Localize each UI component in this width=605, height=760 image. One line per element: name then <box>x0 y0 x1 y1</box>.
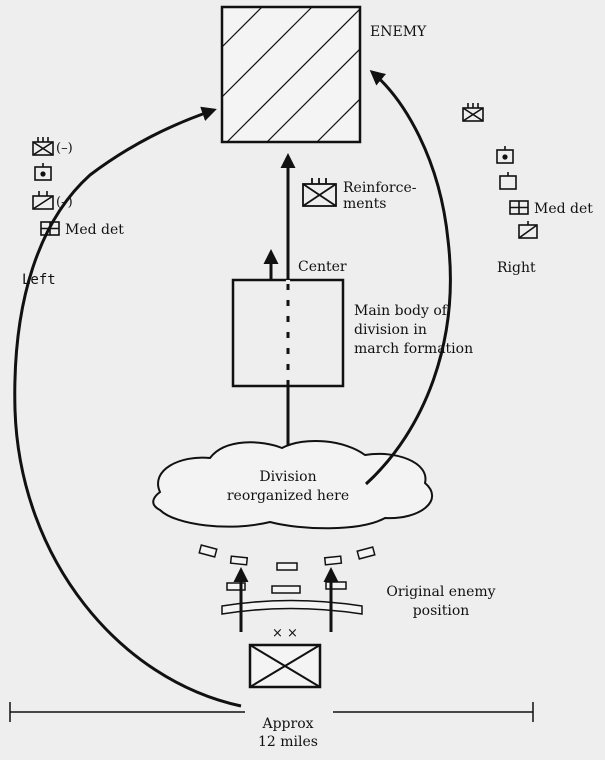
distance-dimension <box>9 702 534 722</box>
right-unit-med-det <box>509 200 529 215</box>
left-med-det-label: Med det <box>65 222 124 238</box>
reinforcements-label: Reinforce- ments <box>343 180 417 212</box>
division-symbol <box>248 643 322 689</box>
left-unit-artillery <box>34 163 52 181</box>
left-unit-med-det <box>40 221 60 236</box>
left-unit-infantry <box>32 137 54 156</box>
left-unit-reduced-2: (–) <box>56 195 73 210</box>
reorganization-area <box>152 439 433 530</box>
center-label: Center <box>298 259 347 275</box>
original-enemy-label: Original enemy position <box>386 584 496 619</box>
main-body-box <box>231 249 345 388</box>
right-unit-infantry <box>462 103 484 122</box>
left-unit-reduced-1: (–) <box>56 141 73 156</box>
division-size-marker: × × <box>272 626 298 641</box>
right-unit-support <box>499 172 517 190</box>
approx-distance-label: Approx 12 miles <box>258 716 318 750</box>
division-reorganized-label: Division reorganized here <box>226 469 350 504</box>
enemy-box <box>220 5 362 144</box>
right-med-det-label: Med det <box>534 201 593 217</box>
original-enemy-position <box>198 544 376 615</box>
enemy-label: ENEMY <box>370 24 427 40</box>
left-envelopment-arrow <box>13 106 242 708</box>
right-unit-artillery <box>496 146 514 164</box>
right-envelopment-arrow <box>364 70 452 486</box>
right-unit-cavalry <box>518 221 538 239</box>
right-route-label: Right <box>497 260 536 276</box>
reinforcements-symbol <box>302 178 337 207</box>
left-unit-cavalry <box>32 191 54 210</box>
left-route-label: Left <box>22 272 56 288</box>
main-body-label: Main body of division in march formation <box>354 303 474 357</box>
